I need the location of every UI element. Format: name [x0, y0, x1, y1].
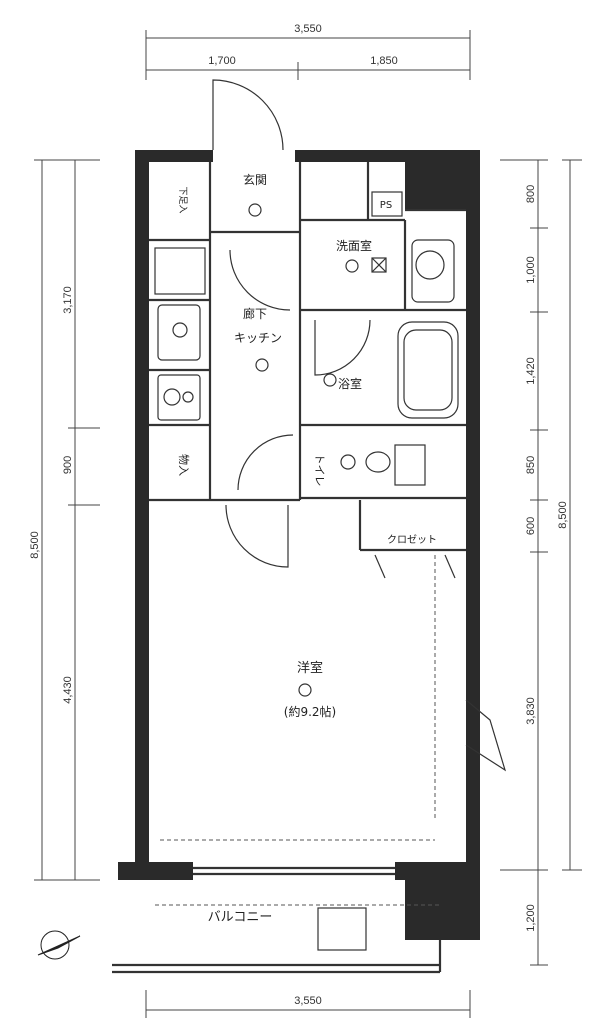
room-kitchen: キッチン: [234, 331, 282, 345]
dim-bottom-total: 3,550: [294, 995, 322, 1007]
dashed-lines: [155, 555, 440, 906]
kitchen-sink: [157, 304, 201, 361]
room-roka: 廊下: [243, 306, 267, 321]
dim-top-total: 3,550: [294, 23, 322, 35]
room-toilet: トイレ: [313, 454, 326, 487]
bathtub: [397, 321, 459, 419]
interior-walls: [112, 162, 466, 974]
dim-left-mid: 900: [62, 456, 74, 474]
dim-right-5: 600: [525, 517, 537, 535]
dim-top-right: 1,850: [370, 55, 398, 67]
dim-left-lower: 4,430: [62, 676, 74, 704]
room-yoshitsu: 洋室: [297, 660, 323, 676]
dimension-labels: 3,550 1,700 1,850 3,550 8,500 3,170 900 …: [29, 23, 569, 1007]
room-yokushitsu: 浴室: [338, 376, 362, 391]
room-kutsubako: 下足入: [177, 186, 188, 213]
door-swings: [212, 79, 507, 772]
dim-right-total: 8,500: [557, 501, 569, 529]
stove: [157, 374, 201, 421]
room-labels: 玄関 下足入 PS 洗面室 廊下 キッチン 浴室 物入 トイレ クロゼット 洋室…: [177, 172, 437, 925]
room-balcony: バルコニー: [208, 910, 273, 925]
dim-left-upper: 3,170: [62, 286, 74, 314]
dim-top-left: 1,700: [208, 55, 236, 67]
dim-left-total: 8,500: [29, 531, 41, 559]
dim-right-4: 850: [525, 456, 537, 474]
room-mono-ire: 物入: [177, 454, 191, 476]
exterior-walls: [118, 150, 480, 940]
dim-right-6: 3,830: [525, 697, 537, 725]
dim-right-2: 1,000: [525, 256, 537, 284]
room-ps: PS: [380, 200, 392, 211]
compass-icon: [37, 930, 81, 960]
wash-basin: [415, 250, 445, 280]
room-closet: クロゼット: [387, 534, 437, 546]
room-yoshitsu-size: (約9.2帖): [284, 704, 336, 719]
dim-right-1: 800: [525, 185, 537, 203]
dim-right-3: 1,420: [525, 357, 537, 385]
dim-right-7: 1,200: [525, 904, 537, 932]
room-senmen: 洗面室: [336, 238, 372, 253]
dimension-lines: [34, 30, 582, 1018]
room-genkan: 玄関: [243, 172, 267, 187]
toilet-bowl: [365, 451, 391, 473]
fixtures: [154, 191, 459, 951]
